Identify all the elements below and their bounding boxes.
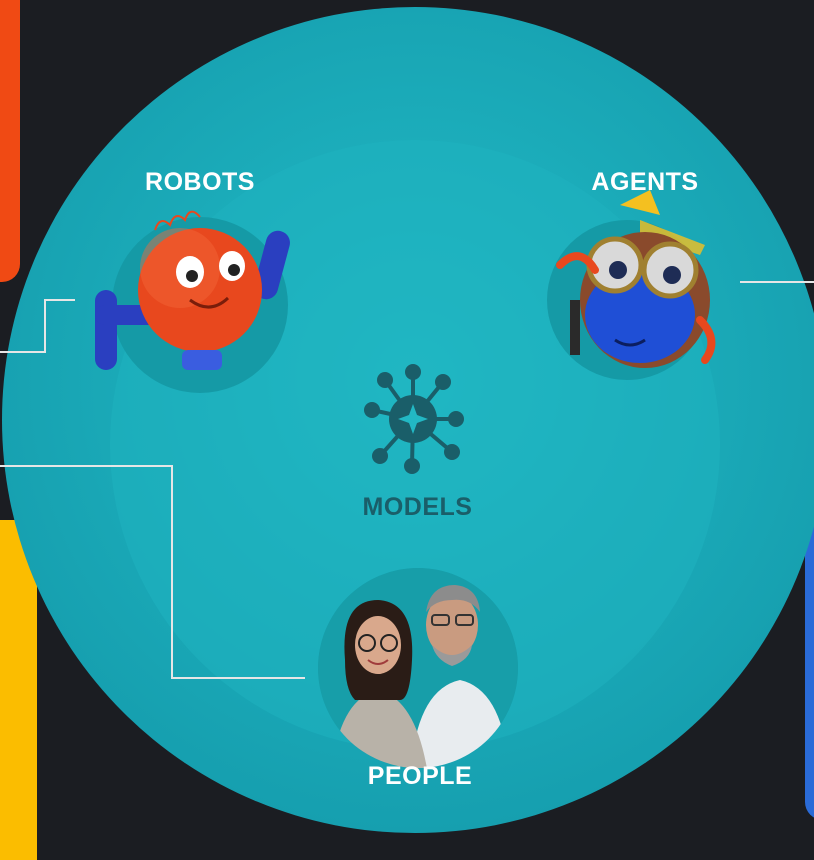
yellow-side-card: [0, 520, 37, 860]
connector-line-people: [0, 465, 305, 679]
robots-label: ROBOTS: [145, 168, 255, 196]
models-label: MODELS: [362, 493, 473, 521]
orange-side-card: [0, 0, 20, 282]
blue-aviator-agent-mascot-icon: [556, 190, 716, 368]
blue-side-card: [805, 430, 814, 820]
agents-label: AGENTS: [591, 168, 699, 196]
network-hub-icon: [364, 364, 464, 474]
ecosystem-diagram: [0, 7, 814, 833]
red-robot-mascot-icon: [95, 210, 290, 370]
people-photo-icon: [318, 568, 518, 768]
people-label: PEOPLE: [367, 762, 473, 790]
connector-line-robots: [0, 299, 75, 353]
